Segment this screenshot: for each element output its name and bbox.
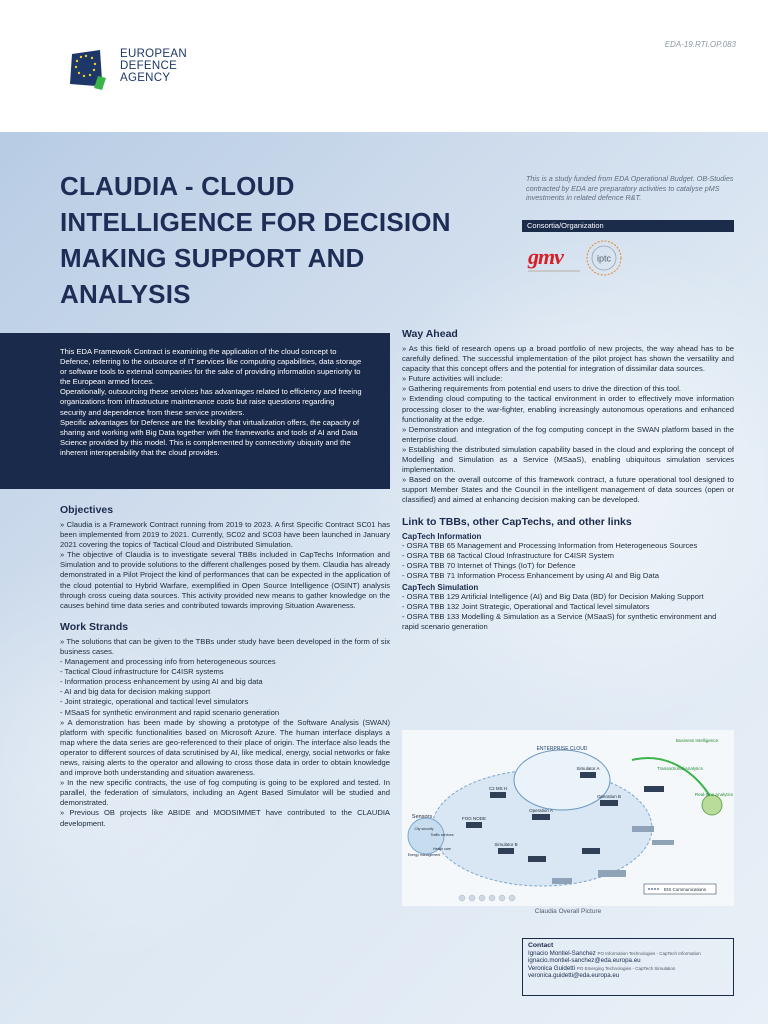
way-ahead-paragraph: » Based on the overall outcome of this f… [402, 475, 734, 505]
enterprise-cloud-label: ENTERPRISE CLOUD [537, 746, 588, 752]
traffic-services-label: Traffic services [430, 833, 454, 837]
intro-box: This EDA Framework Contract is examining… [0, 333, 390, 489]
claudia-overall-diagram: ENTERPRISE CLOUD Business Intelligence T… [402, 730, 734, 906]
work-strand-item: - MSaaS for synthetic environment and ra… [60, 707, 280, 717]
work-strands-paragraph: » A demonstration has been made by showi… [60, 717, 390, 778]
diagram-caption: Claudia Overall Picture [534, 908, 602, 915]
contact-title: Contact [528, 942, 554, 949]
eu-flag-icon [70, 50, 106, 90]
c2-label: C2 MS H [489, 786, 507, 791]
health-care-label: Health care [433, 847, 451, 851]
gmv-logo: gmv [528, 244, 564, 269]
transactional-analytics-label: Transactional Analytics [657, 766, 704, 771]
reference-code: EDA-19.RTI.OP.083 [664, 40, 736, 49]
contact-role: PO Emerging Technologies - CapTech Simul… [576, 965, 676, 971]
objectives-paragraph: » Claudia is a Framework Contract runnin… [60, 520, 390, 550]
tbb-link-item: - OSRA TBB 65 Management and Processing … [402, 540, 698, 550]
tbb-link-item: - OSRA TBB 132 Joint Strategic, Operatio… [402, 601, 650, 611]
intro-paragraph: Specific advantages for Defence are the … [60, 417, 360, 457]
contact-name: Veronica Guidetti [528, 964, 576, 972]
left-column: Objectives » Claudia is a Framework Cont… [60, 504, 390, 829]
contact-name: Ignacio Montiel-Sanchez [528, 949, 596, 957]
operation-b-label: Operation B [597, 794, 621, 799]
iptc-wordmark: iptc [597, 254, 612, 264]
way-ahead-paragraph: » Future activities will include: [402, 374, 503, 384]
operation-a-label: Operation A [529, 808, 553, 813]
work-strand-item: - Management and processing info from he… [60, 657, 276, 667]
sensors-label: Sensors [412, 814, 432, 820]
work-strands-heading: Work Strands [60, 620, 129, 633]
way-ahead-paragraph: » Establishing the distributed simulatio… [402, 444, 734, 475]
work-strand-item: - Tactical Cloud infrastructure for C4IS… [60, 667, 224, 677]
objectives-paragraph: » The objective of Claudia is to investi… [60, 550, 390, 610]
simulator-b-label: Simulator B [494, 842, 517, 847]
work-strands-paragraph: » Previous OB projects like ABIDE and MO… [60, 808, 390, 828]
page-title: CLAUDIA - CLOUD INTELLIGENCE FOR DECISIO… [60, 171, 451, 309]
contact-email[interactable]: ignacio.montiel-sanchez@eda.europa.eu [528, 957, 641, 965]
tbb-link-item: - OSRA TBB 71 Information Process Enhanc… [402, 570, 659, 580]
way-ahead-paragraph: » Demonstration and integration of the f… [402, 424, 734, 444]
way-ahead-paragraph: » As this field of research opens up a b… [402, 344, 734, 374]
captech-information-heading: CapTech Information [402, 531, 482, 541]
eis-communications-legend: EIS Communications [664, 887, 707, 892]
objectives-heading: Objectives [60, 504, 114, 516]
tbb-link-item: - OSRA TBB 129 Artificial Intelligence (… [402, 591, 704, 601]
intro-paragraph: This EDA Framework Contract is examining… [60, 347, 362, 387]
way-ahead-paragraph: » Extending cloud computing to the tacti… [402, 394, 734, 424]
contact-role: PO Information Technologies - CapTech In… [597, 950, 701, 956]
right-column: Way Ahead » As this field of research op… [402, 328, 734, 632]
simulator-a-label: Simulator A [576, 766, 599, 771]
tbb-link-item: - OSRA TBB 70 Internet of Things (IoT) f… [402, 560, 576, 570]
eda-logo: EUROPEAN DEFENCE AGENCY [60, 48, 210, 98]
work-strand-item: - Information process enhancement by usi… [60, 677, 263, 687]
work-strand-item: - AI and big data for decision making su… [60, 687, 211, 697]
intro-paragraph: Operationally, outsourcing these service… [60, 387, 362, 417]
captech-simulation-heading: CapTech Simulation [402, 582, 479, 592]
consortia-label: Consortia/Organization [522, 220, 734, 232]
architecture-diagram: ENTERPRISE CLOUD Business Intelligence T… [407, 738, 734, 902]
funding-note: This is a study funded from EDA Operatio… [526, 174, 734, 202]
fog-node-label: FOG NODE [462, 816, 486, 821]
work-strand-item: - Joint strategic, operational and tacti… [60, 697, 249, 707]
energy-management-label: Energy management [408, 853, 441, 857]
links-heading: Link to TBBs, other CapTechs, and other … [402, 515, 632, 528]
iptc-logo: iptc [586, 240, 622, 276]
business-intelligence-label: Business Intelligence [676, 738, 719, 743]
work-strands-paragraph: » In the new specific contracts, the use… [60, 778, 390, 808]
way-ahead-heading: Way Ahead [402, 328, 458, 340]
city-security-label: City security [414, 827, 433, 831]
contact-email[interactable]: veronica.guidetti@eda.europa.eu [528, 972, 620, 980]
way-ahead-paragraph: » Gathering requirements from potential … [402, 384, 682, 394]
real-time-analytics-label: Real-time Analytics [695, 792, 734, 797]
partner-logos: gmv iptc [522, 234, 734, 282]
tbb-link-item: - OSRA TBB 68 Tactical Cloud Infrastruct… [402, 550, 615, 560]
header-band: EUROPEAN DEFENCE AGENCY EDA-19.RTI.OP.08… [0, 0, 768, 132]
work-strands-intro: » The solutions that can be given to the… [60, 636, 390, 656]
contact-box: Contact Ignacio Montiel-Sanchez PO Infor… [522, 938, 734, 996]
tbb-link-item: - OSRA TBB 133 Modelling & Simulation as… [402, 612, 717, 632]
org-name: EUROPEAN DEFENCE AGENCY [120, 48, 187, 84]
